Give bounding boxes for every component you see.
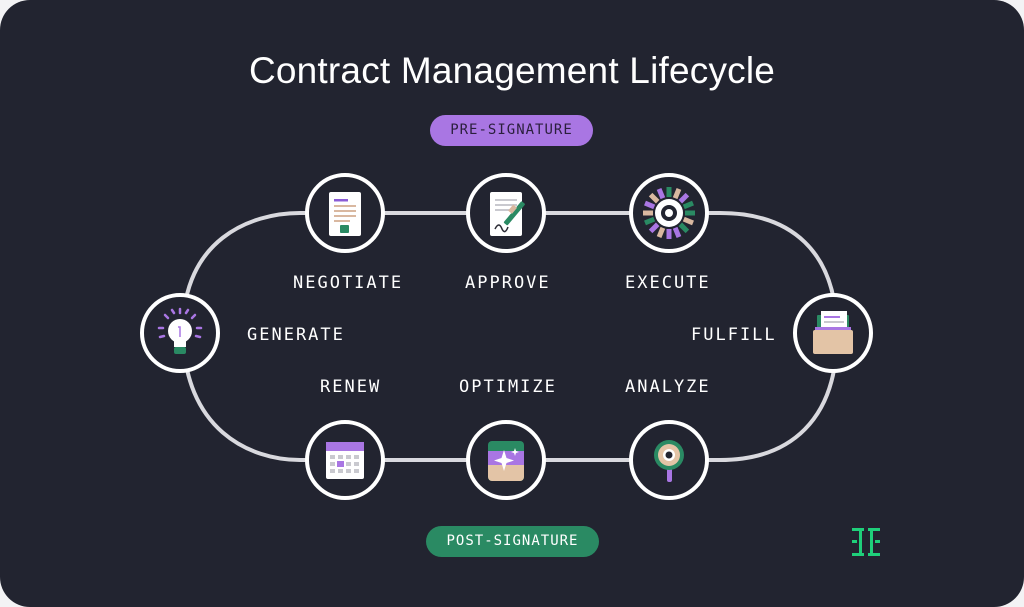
page-title: Contract Management Lifecycle: [248, 50, 776, 91]
pre-signature-badge: PRE-SIGNATURE: [430, 115, 593, 146]
approve-node: [466, 173, 546, 253]
analyze-node: [629, 420, 709, 500]
lightbulb-icon: [157, 307, 203, 354]
document-icon: [329, 192, 361, 236]
signed-document-icon: [490, 192, 525, 236]
brand-logo-icon: [852, 528, 880, 556]
file-folder-icon: [813, 311, 853, 354]
fulfill-node: [793, 293, 873, 373]
generate-label: GENERATE: [247, 325, 345, 345]
approve-label: APPROVE: [465, 273, 551, 293]
fulfill-label: FULFILL: [691, 325, 777, 345]
magnifier-eye-icon: [654, 440, 684, 482]
optimize-label: OPTIMIZE: [459, 377, 557, 397]
post-signature-badge: POST-SIGNATURE: [426, 526, 599, 557]
negotiate-label: NEGOTIATE: [293, 273, 404, 293]
analyze-label: ANALYZE: [625, 377, 711, 397]
calendar-icon: [326, 442, 364, 479]
sparkle-icon: [488, 441, 524, 481]
optimize-node: [466, 420, 546, 500]
generate-node: [140, 293, 220, 373]
execute-node: [629, 173, 709, 253]
execute-label: EXECUTE: [625, 273, 711, 293]
renew-node: [305, 420, 385, 500]
gear-icon: [643, 187, 695, 239]
negotiate-node: [305, 173, 385, 253]
renew-label: RENEW: [320, 377, 382, 397]
